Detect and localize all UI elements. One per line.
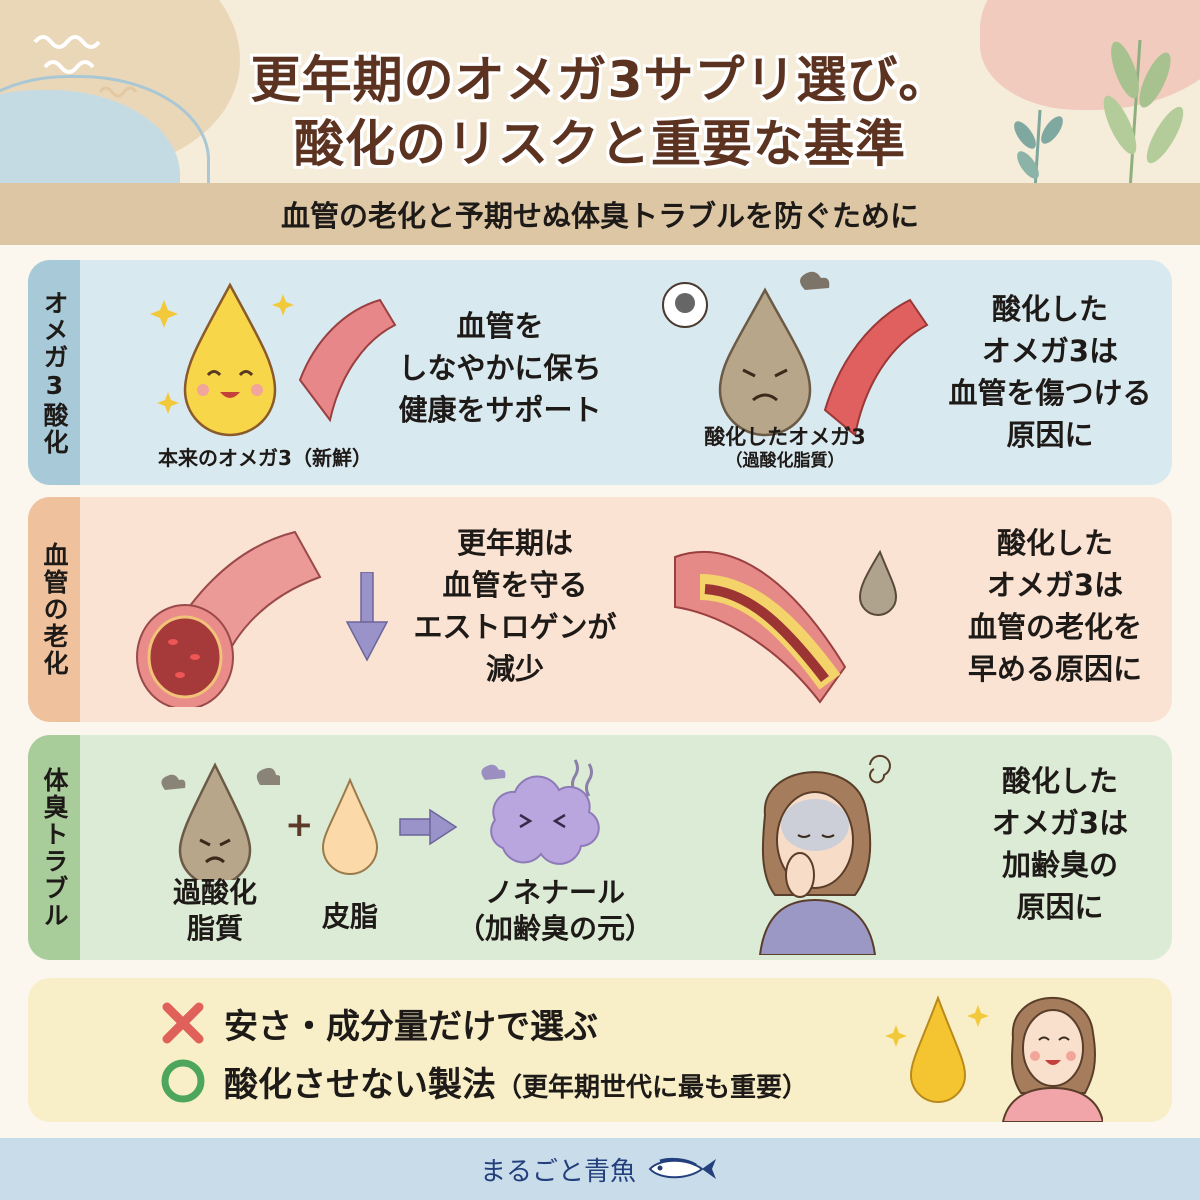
section-body-odor: 体臭トラブル + 過酸化 脂質 皮脂 ノネナール bbox=[28, 735, 1172, 960]
bad-choice-rule: 安さ・成分量だけで選ぶ bbox=[158, 998, 598, 1048]
footer-bar: まるごと青魚 bbox=[0, 1138, 1200, 1200]
decrease-arrow-icon bbox=[345, 572, 389, 662]
good-choice-rule: 酸化させない製法（更年期世代に最も重要） bbox=[158, 1056, 808, 1106]
brand-name: まるごと青魚 bbox=[479, 1156, 636, 1187]
page-title-line1: 更年期のオメガ3サプリ選び。 bbox=[250, 51, 950, 109]
sebum-caption: 皮脂 bbox=[321, 900, 378, 933]
peroxide-lipid-caption: 過酸化 脂質 bbox=[172, 876, 257, 945]
good-choice-text: 酸化させない製法（更年期世代に最も重要） bbox=[224, 1064, 809, 1105]
summary-box: 安さ・成分量だけで選ぶ 酸化させない製法（更年期世代に最も重要） bbox=[28, 978, 1172, 1122]
body-odor-message: 酸化した オメガ3は 加齢臭の 原因に bbox=[991, 764, 1129, 924]
section-label-tab: オメガ3酸化 bbox=[28, 260, 80, 485]
section-vascular-aging: 血管の老化 更年期は 血管を守る エストロゲンが 減少 酸化した オメガ3は bbox=[28, 497, 1172, 722]
oxidized-omega3-drop-icon bbox=[662, 271, 929, 437]
subtitle: 血管の老化と予期せぬ体臭トラブルを防ぐために bbox=[280, 199, 919, 233]
peroxide-lipid-drop-icon bbox=[161, 762, 280, 880]
wave-decor-icon bbox=[33, 35, 138, 98]
nonenal-cloud-icon bbox=[481, 759, 600, 865]
header-banner: 更年期のオメガ3サプリ選び。 酸化のリスクと重要な基準 bbox=[0, 0, 1200, 183]
fresh-omega3-drop-icon bbox=[150, 282, 397, 437]
plus-icon: + bbox=[285, 805, 314, 845]
oxidized-omega3-caption: 酸化したオメガ3 （過酸化脂質） bbox=[704, 425, 866, 471]
section-label: 体臭トラブル bbox=[40, 766, 69, 929]
section-omega3-oxidation: オメガ3酸化 本来のオメガ3（新鮮） 血管を しなやかに保ち 健康をサポート bbox=[28, 260, 1172, 485]
page-title-line2: 酸化のリスクと重要な基準 bbox=[294, 115, 906, 173]
healthy-blood-vessel-icon bbox=[136, 530, 322, 707]
fresh-omega3-message: 血管を しなやかに保ち 健康をサポート bbox=[398, 309, 602, 427]
subtitle-band: 血管の老化と予期せぬ体臭トラブルを防ぐために bbox=[0, 183, 1200, 245]
section-label: オメガ3酸化 bbox=[40, 289, 69, 456]
fish-logo-icon bbox=[648, 1157, 716, 1179]
golden-drop-sparkle-icon bbox=[885, 995, 989, 1103]
cross-icon bbox=[158, 998, 208, 1048]
fresh-omega3-caption: 本来のオメガ3（新鮮） bbox=[158, 446, 372, 470]
oxidized-omega3-message: 酸化した オメガ3は 血管を傷つける 原因に bbox=[948, 292, 1152, 452]
right-arrow-icon bbox=[399, 808, 458, 846]
smiling-woman-icon bbox=[1001, 997, 1103, 1122]
bad-choice-text: 安さ・成分量だけで選ぶ bbox=[224, 1006, 598, 1047]
circle-icon bbox=[158, 1056, 208, 1106]
estrogen-message: 更年期は 血管を守る エストロゲンが 減少 bbox=[413, 526, 617, 686]
aging-message: 酸化した オメガ3は 血管の老化を 早める原因に bbox=[967, 526, 1142, 686]
clogged-blood-vessel-icon bbox=[674, 549, 898, 704]
section-label-tab: 血管の老化 bbox=[28, 497, 80, 722]
nonenal-caption: ノネナール （加齢臭の元） bbox=[456, 876, 653, 945]
section-label-tab: 体臭トラブル bbox=[28, 735, 80, 960]
section-label: 血管の老化 bbox=[40, 542, 69, 677]
leaves-decor-icon bbox=[1014, 39, 1184, 183]
sebum-drop-icon bbox=[321, 777, 379, 875]
troubled-woman-icon bbox=[758, 754, 891, 955]
